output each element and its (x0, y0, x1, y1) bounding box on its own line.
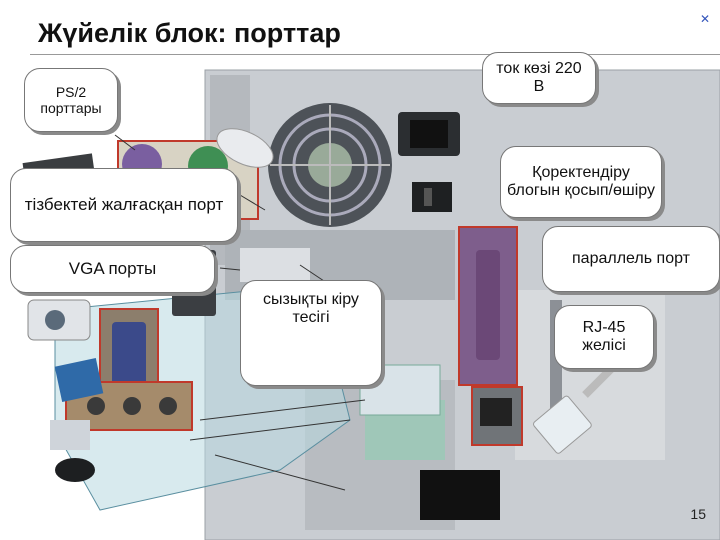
callout-ps2-ports: PS/2 порттары (24, 68, 118, 132)
projector-peripheral (27, 299, 91, 341)
title-divider (30, 54, 720, 55)
mouse-peripheral (216, 128, 274, 168)
close-icon: ✕ (699, 12, 710, 26)
callout-psu-switch: Қоректендіру блогын қосып/өшіру (500, 146, 662, 218)
callout-power-source: ток көзі 220 В (482, 52, 596, 104)
callout-rj45: RJ-45 желісі (554, 305, 654, 369)
cooling-fan (268, 103, 392, 227)
page-number: 15 (690, 506, 706, 522)
slide-title: Жүйелік блок: порттар (38, 18, 341, 48)
callout-parallel-port: параллель порт (542, 226, 720, 292)
callout-chained-port: тізбектей жалғасқан порт (10, 168, 238, 242)
callout-line-in: сызықты кіру тесігі (240, 280, 382, 386)
callout-vga-port: VGA порты (10, 245, 215, 293)
